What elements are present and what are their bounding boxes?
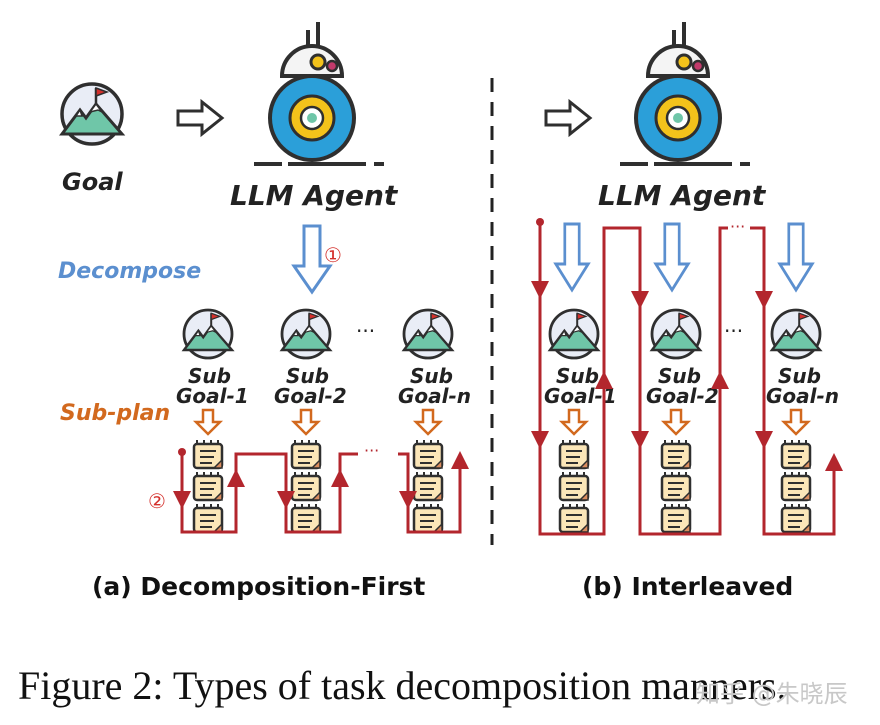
flow-ellipsis-b: ··· bbox=[730, 217, 745, 236]
plan-doc-icon bbox=[660, 470, 692, 502]
subgoal-n-sub-b: Sub bbox=[778, 364, 821, 388]
plan-doc-icon bbox=[412, 502, 444, 534]
decompose-label: Decompose bbox=[58, 259, 201, 284]
plan-doc-icon bbox=[290, 502, 322, 534]
subgoal-2-name-a: Goal-2 bbox=[274, 384, 347, 408]
subgoal-n-mountain-icon-b bbox=[770, 308, 822, 360]
plan-doc-icon bbox=[660, 502, 692, 534]
plan-doc-icon bbox=[558, 470, 590, 502]
subgoal-1-sub-b: Sub bbox=[556, 364, 599, 388]
agent-label-b: LLM Agent bbox=[598, 179, 767, 212]
subplan-1-down-arrow-icon-a bbox=[194, 408, 222, 436]
plan-doc-icon bbox=[290, 470, 322, 502]
subgoal-n-sub-a: Sub bbox=[410, 364, 453, 388]
subgoal-1-mountain-icon-a bbox=[182, 308, 234, 360]
goal-mountain-icon bbox=[60, 82, 124, 146]
plan-doc-icon bbox=[192, 470, 224, 502]
subgoal-1-sub-a: Sub bbox=[188, 364, 231, 388]
plan-doc-icon bbox=[192, 438, 224, 470]
subplan-label: Sub-plan bbox=[60, 401, 170, 426]
decompose-arrow-n-icon-b bbox=[778, 222, 814, 292]
flow-ellipsis-a: ··· bbox=[364, 441, 379, 460]
plan-doc-icon bbox=[192, 502, 224, 534]
plan-doc-icon bbox=[290, 438, 322, 470]
robot-agent-icon-a bbox=[252, 20, 386, 166]
subgoal-2-mountain-icon-b bbox=[650, 308, 702, 360]
flow-start-dot-b bbox=[536, 218, 544, 226]
subplan-n-down-arrow-icon-b bbox=[782, 408, 810, 436]
subplan-2-down-arrow-icon-b bbox=[662, 408, 690, 436]
execution-flow-b bbox=[531, 222, 843, 536]
subgoal-n-mountain-icon-a bbox=[402, 308, 454, 360]
goal-label: Goal bbox=[62, 168, 123, 196]
plan-doc-icon bbox=[412, 438, 444, 470]
goal-to-agent-arrow-icon-b bbox=[544, 100, 592, 136]
subplan-1-down-arrow-icon-b bbox=[560, 408, 588, 436]
figure-caption: Figure 2: Types of task decomposition ma… bbox=[18, 663, 787, 708]
subgoal-1-mountain-icon-b bbox=[548, 308, 600, 360]
panel-b-title: (b) Interleaved bbox=[582, 572, 793, 601]
goal-to-agent-arrow-icon bbox=[176, 100, 224, 136]
agent-label-a: LLM Agent bbox=[230, 179, 399, 212]
watermark: 知乎 @朱晓辰 bbox=[696, 680, 848, 708]
decompose-arrow-1-icon-b bbox=[554, 222, 590, 292]
subgoal-2-sub-b: Sub bbox=[658, 364, 701, 388]
flow-start-dot-a bbox=[178, 448, 186, 456]
plan-doc-icon bbox=[412, 470, 444, 502]
subgoal-n-name-b: Goal-n bbox=[766, 384, 839, 408]
step-1-marker: ① bbox=[324, 243, 342, 267]
subgoal-ellipsis-a: ··· bbox=[356, 319, 375, 343]
execution-flow-a bbox=[173, 451, 469, 534]
subgoal-2-sub-a: Sub bbox=[286, 364, 329, 388]
subgoal-1-name-a: Goal-1 bbox=[176, 384, 249, 408]
plan-doc-icon bbox=[660, 438, 692, 470]
subplan-n-down-arrow-icon-a bbox=[414, 408, 442, 436]
subgoal-n-name-a: Goal-n bbox=[398, 384, 471, 408]
plan-doc-icon bbox=[780, 502, 812, 534]
subgoal-2-name-b: Goal-2 bbox=[646, 384, 719, 408]
plan-doc-icon bbox=[780, 470, 812, 502]
subgoal-ellipsis-b: ··· bbox=[724, 319, 743, 343]
step-2-marker: ② bbox=[148, 489, 166, 513]
decompose-arrow-2-icon-b bbox=[654, 222, 690, 292]
plan-doc-icon bbox=[780, 438, 812, 470]
robot-agent-icon-b bbox=[618, 20, 752, 166]
panel-a-title: (a) Decomposition-First bbox=[92, 572, 425, 601]
subgoal-2-mountain-icon-a bbox=[280, 308, 332, 360]
subplan-2-down-arrow-icon-a bbox=[292, 408, 320, 436]
plan-doc-icon bbox=[558, 438, 590, 470]
plan-doc-icon bbox=[558, 502, 590, 534]
subgoal-1-name-b: Goal-1 bbox=[544, 384, 617, 408]
